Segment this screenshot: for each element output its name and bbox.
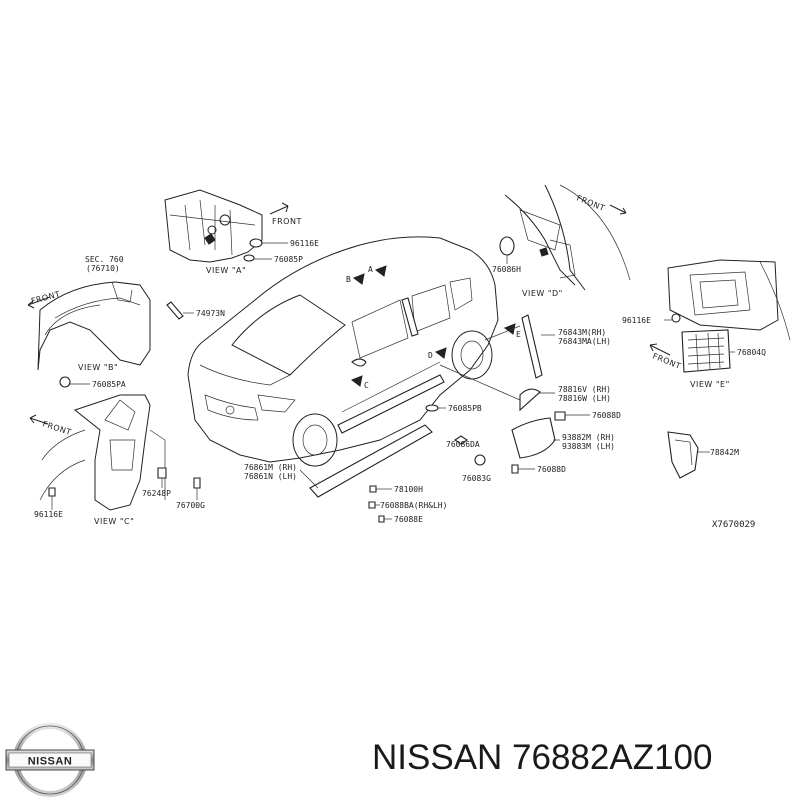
- logo-text: NISSAN: [28, 756, 73, 768]
- view-marker-e: E: [516, 330, 521, 339]
- part-label-76843MA: 76843MA(LH): [558, 337, 611, 346]
- part-label-76085PB: 76085PB: [448, 404, 482, 413]
- view-marker-b: B: [346, 275, 351, 284]
- diagram-ref-code: X7670029: [712, 520, 755, 530]
- part-label-76804Q: 76804Q: [737, 348, 766, 357]
- part-label-76085PA: 76085PA: [92, 380, 126, 389]
- part-label-76248P: 76248P: [142, 489, 171, 498]
- part-label-96116E-e: 96116E: [622, 316, 651, 325]
- part-label-76861M: 76861M (RH): [244, 463, 297, 472]
- front-label-a: FRONT: [272, 217, 302, 226]
- view-a-detail: [164, 189, 289, 263]
- part-label-76088BA: 76088BA(RH&LH): [380, 501, 447, 510]
- view-e-detail: [649, 259, 791, 373]
- rear-moldings: [511, 314, 590, 459]
- part-label-76843M: 76843M(RH): [558, 328, 606, 337]
- part-label-76861N: 76861N (LH): [244, 472, 297, 481]
- nissan-logo: NISSAN: [5, 723, 95, 797]
- part-label-76088D-a: 76088D: [592, 411, 621, 420]
- view-b-caption: VIEW "B": [78, 363, 118, 372]
- part-label-78842M: 78842M: [710, 448, 739, 457]
- view-marker-d: D: [428, 351, 433, 360]
- sill-parts: [299, 404, 535, 523]
- view-marker-a: A: [368, 265, 373, 274]
- part-label-76700G: 76700G: [176, 501, 205, 510]
- view-a-caption: VIEW "A": [206, 266, 246, 275]
- front-label-c: FRONT: [41, 419, 72, 437]
- part-label-76085P: 76085P: [274, 255, 303, 264]
- rear-bracket: [667, 431, 710, 479]
- front-label-d: FRONT: [575, 194, 606, 214]
- part-label-76086DA: 76086DA: [446, 440, 480, 449]
- sec-ref-line1: SEC. 760: [85, 255, 124, 264]
- part-label-76086H: 76086H: [492, 265, 521, 274]
- part-label-93883M: 93883M (LH): [562, 442, 615, 451]
- part-label-96116E-a: 96116E: [290, 239, 319, 248]
- part-number-title: NISSAN 76882AZ100: [372, 738, 713, 777]
- front-label-e: FRONT: [651, 352, 682, 372]
- part-label-76083G: 76083G: [462, 474, 491, 483]
- part-label-93882M: 93882M (RH): [562, 433, 615, 442]
- view-marker-c: C: [364, 381, 369, 390]
- view-c-caption: VIEW "C": [94, 517, 134, 526]
- part-label-78100H: 78100H: [394, 485, 423, 494]
- vehicle-body: [187, 236, 521, 467]
- view-d-caption: VIEW "D": [522, 289, 563, 298]
- part-label-78816W: 78816W (LH): [558, 394, 611, 403]
- part-label-96116E-c: 96116E: [34, 510, 63, 519]
- view-e-caption: VIEW "E": [690, 380, 730, 389]
- part-label-78816V: 78816V (RH): [558, 385, 611, 394]
- view-b-detail: [27, 281, 194, 388]
- view-c-detail: [29, 394, 201, 511]
- part-label-74973N: 74973N: [196, 309, 225, 318]
- part-label-76088D-b: 76088D: [537, 465, 566, 474]
- view-d-detail: [499, 184, 631, 291]
- sec-ref-line2: (76710): [86, 264, 120, 273]
- part-label-76088E: 76088E: [394, 515, 423, 524]
- front-label-b: FRONT: [30, 290, 61, 306]
